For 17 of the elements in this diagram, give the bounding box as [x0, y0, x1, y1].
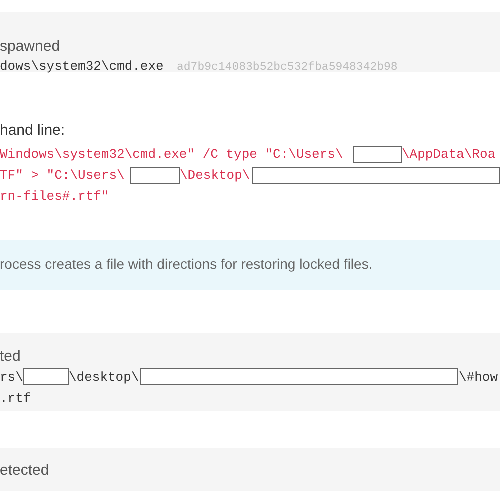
command-line-text: rn-files#.rtf"	[0, 190, 110, 203]
file-path: .rtf	[0, 392, 32, 405]
field-label: spawned	[0, 39, 60, 54]
command-line-text: Windows\system32\cmd.exe" /C type "C:\Users\	[0, 148, 344, 161]
info-panel	[0, 333, 500, 411]
file-path: \desktop\	[69, 371, 140, 384]
file-path: dows\system32\cmd.exe	[0, 60, 164, 73]
field-label: etected	[0, 463, 50, 478]
field-label: hand line:	[0, 123, 66, 138]
file-path: \#how	[459, 371, 498, 384]
command-line-text: \AppData\Roa	[402, 148, 496, 161]
file-hash: ad7b9c14083b52bc532fba5948342b98	[177, 62, 398, 74]
description-text: rocess creates a file with directions for restoring locked files.	[0, 257, 373, 271]
command-line-text: TF" > "C:\Users\	[0, 169, 125, 182]
field-label: ted	[0, 349, 21, 364]
file-path: rs\	[0, 371, 24, 384]
command-line-text: \Desktop\	[180, 169, 250, 182]
